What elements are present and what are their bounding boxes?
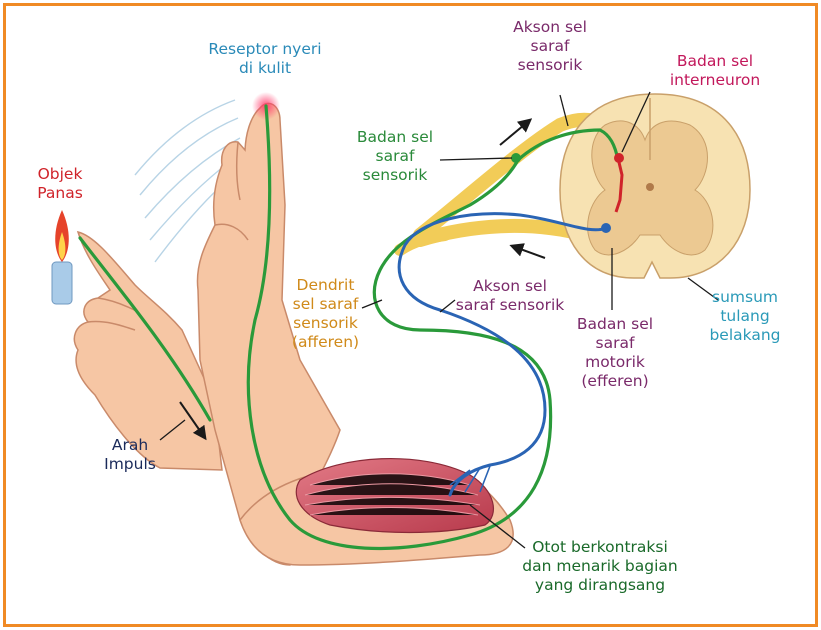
arrow-impulse-back bbox=[509, 243, 546, 259]
upper-arm bbox=[239, 458, 514, 566]
label-pain-receptor: Reseptor nyeri di kulit bbox=[208, 40, 322, 77]
label-hot-object: Objek Panas bbox=[37, 165, 83, 202]
label-interneuron-body: Badan sel interneuron bbox=[669, 52, 761, 89]
interneuron-cell-body-dot bbox=[614, 153, 624, 163]
sensory-cell-body-dot bbox=[511, 153, 521, 163]
label-impulse-direction: Arah Impuls bbox=[104, 436, 156, 473]
arrow-impulse-pointer bbox=[159, 419, 186, 441]
motor-nerve-endings bbox=[449, 465, 491, 493]
sensory-nerve-path bbox=[78, 104, 620, 551]
interneuron-path bbox=[614, 157, 624, 213]
label-sensory-axon-top: Akson sel saraf sensorik bbox=[513, 18, 587, 74]
arrow-impulse-up bbox=[499, 118, 533, 146]
label-sensory-cell-body: Badan sel saraf sensorik bbox=[356, 128, 434, 184]
motor-nerve-path bbox=[397, 212, 608, 497]
arrow-impulse-down bbox=[179, 401, 207, 441]
label-motor-cell-body: Badan sel saraf motorik (efferen) bbox=[576, 315, 654, 390]
label-spinal-cord: sumsum tulang belakang bbox=[709, 288, 781, 344]
label-sensory-axon-mid: Akson sel saraf sensorik bbox=[455, 277, 565, 314]
spinal-cord-section bbox=[559, 93, 751, 279]
leader-lines bbox=[361, 91, 719, 549]
candle-icon bbox=[51, 210, 73, 305]
muscle bbox=[295, 458, 494, 534]
label-muscle-contracts: Otot berkontraksi dan menarik bagian yan… bbox=[522, 538, 678, 594]
motor-cell-body-dot bbox=[601, 223, 611, 233]
label-sensory-dendrite: Dendrit sel saraf sensorik (afferen) bbox=[291, 276, 360, 351]
